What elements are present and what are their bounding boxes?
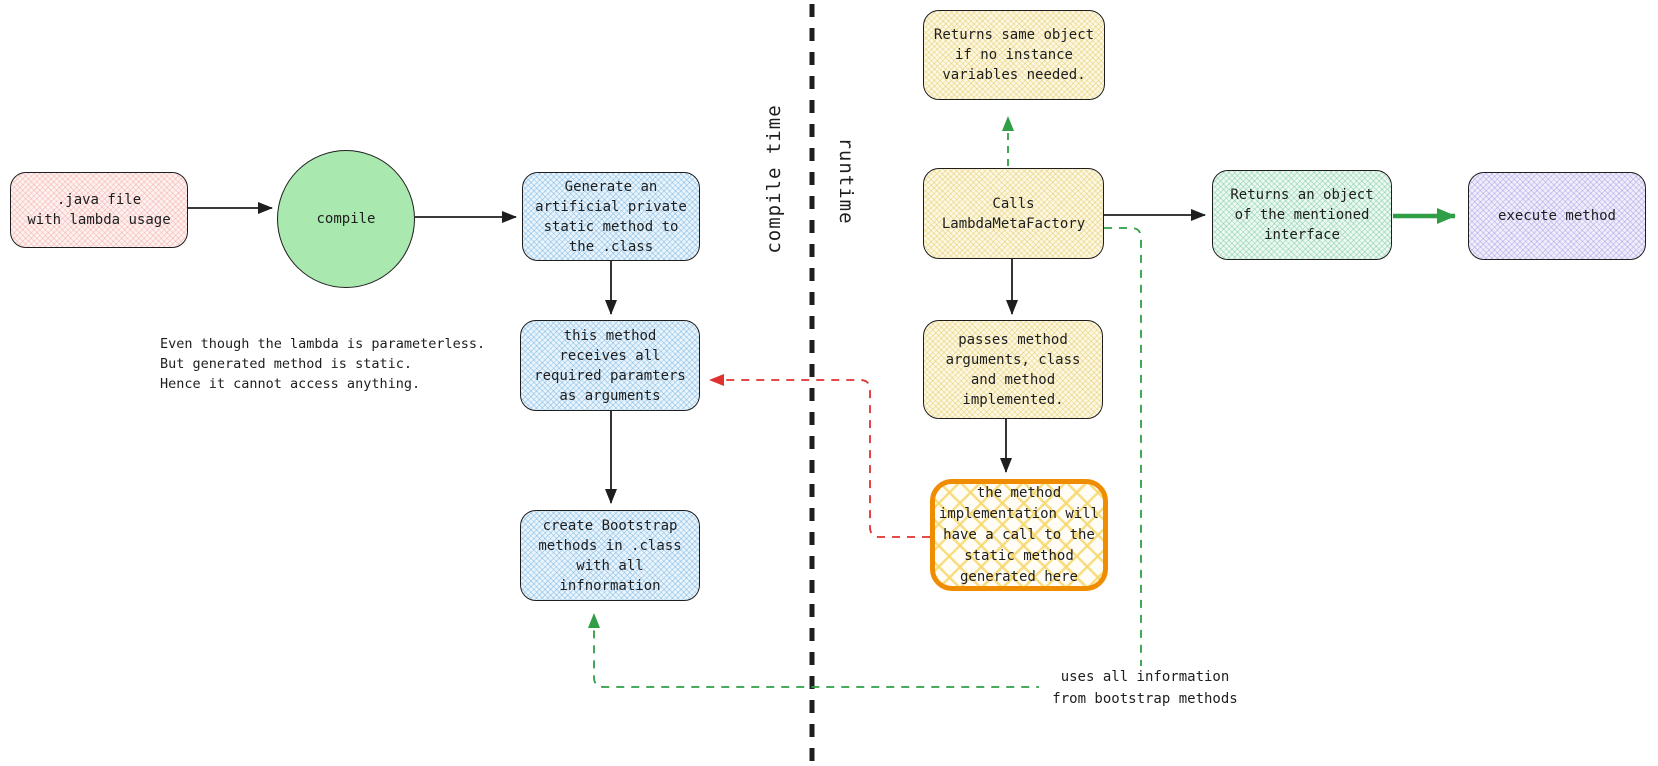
dashed-arrow-calls-to-bootstrap bbox=[588, 227, 1142, 688]
node-bootstrap-methods: create Bootstrap methods in .class with … bbox=[520, 510, 700, 601]
dashed-arrow-impl-to-receives bbox=[709, 374, 930, 538]
compile-time-label: compile time bbox=[763, 104, 785, 254]
node-compile: compile bbox=[277, 150, 415, 288]
node-returns-same-object: Returns same object if no instance varia… bbox=[923, 10, 1105, 100]
node-java-file: .java file with lambda usage bbox=[10, 172, 188, 248]
node-method-implementation: the method implementation will have a ca… bbox=[930, 479, 1108, 591]
node-returns-object-interface: Returns an object of the mentioned inter… bbox=[1212, 170, 1392, 260]
static-note: Even though the lambda is parameterless.… bbox=[160, 336, 486, 392]
node-calls-lambdametafactory: Calls LambdaMetaFactory bbox=[923, 168, 1104, 259]
runtime-label: runtime bbox=[835, 137, 857, 225]
node-passes-arguments: passes method arguments, class and metho… bbox=[923, 320, 1103, 419]
uses-info-label: uses all information from bootstrap meth… bbox=[1039, 666, 1251, 710]
node-execute-method: execute method bbox=[1468, 172, 1646, 260]
node-receives-params: this method receives all required paramt… bbox=[520, 320, 700, 411]
node-generate-method: Generate an artificial private static me… bbox=[522, 172, 700, 261]
